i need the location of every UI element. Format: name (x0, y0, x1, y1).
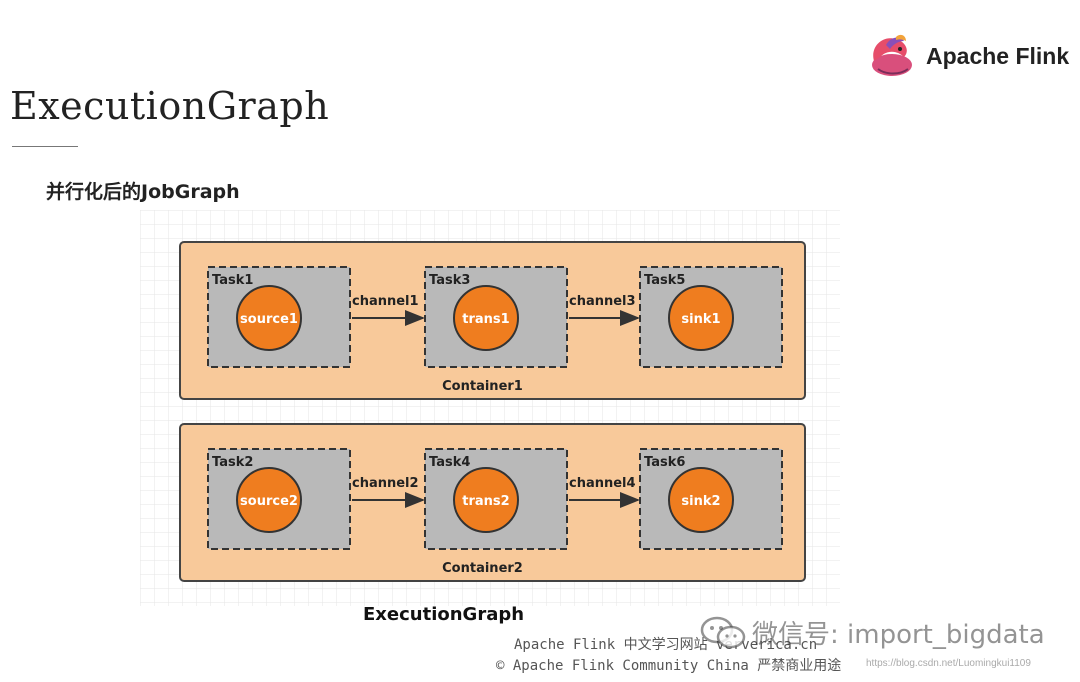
execution-graph-diagram: Task1 source1 Task3 trans1 Task5 sink1 channel… (140, 210, 840, 606)
task-label: Task5 (644, 273, 685, 288)
operator-label: sink1 (681, 312, 720, 327)
channel-label: channel2 (352, 476, 419, 491)
container-1: Task1 source1 Task3 trans1 Task5 sink1 channel… (179, 241, 806, 400)
operator-node (668, 285, 734, 351)
operator-node (453, 285, 519, 351)
slide-subtitle: 并行化后的JobGraph (46, 181, 240, 203)
task-node: Task4 trans2 (424, 448, 568, 550)
channel-label: channel3 (569, 294, 636, 309)
flink-squirrel-icon (872, 34, 912, 76)
operator-label: trans1 (462, 312, 509, 327)
operator-label: trans2 (462, 494, 509, 509)
wechat-watermark: 微信号: import_bigdata (700, 614, 1045, 651)
task-label: Task6 (644, 455, 685, 470)
task-node: Task2 source2 (207, 448, 351, 550)
channel-label: channel1 (352, 294, 419, 309)
task-label: Task2 (212, 455, 253, 470)
source-url: https://blog.csdn.net/Luomingkui1109 (866, 658, 1031, 669)
task-node: Task3 trans1 (424, 266, 568, 368)
container-2: Task2 source2 Task4 trans2 Task6 sink2 channel… (179, 423, 806, 582)
task-node: Task1 source1 (207, 266, 351, 368)
operator-node (236, 467, 302, 533)
task-node: Task6 sink2 (639, 448, 783, 550)
task-label: Task4 (429, 455, 470, 470)
operator-label: sink2 (681, 494, 720, 509)
brand-name: Apache Flink (926, 42, 1070, 69)
task-label: Task1 (212, 273, 253, 288)
container-label: Container2 (442, 561, 523, 576)
task-label: Task3 (429, 273, 470, 288)
brand-logo: Apache Flink (866, 30, 1069, 82)
operator-node (453, 467, 519, 533)
footer-line-2: © Apache Flink Community China 严禁商业用途 (496, 658, 842, 674)
diagram-caption: ExecutionGraph (363, 604, 525, 625)
operator-node (668, 467, 734, 533)
container-label: Container1 (442, 379, 523, 394)
watermark-text: 微信号: import_bigdata (752, 620, 1045, 650)
title-underline (12, 146, 78, 147)
channel-label: channel4 (569, 476, 636, 491)
operator-node (236, 285, 302, 351)
wechat-icon (700, 616, 746, 648)
operator-label: source2 (240, 494, 298, 509)
slide-title: ExecutionGraph (10, 84, 330, 128)
operator-label: source1 (240, 312, 298, 327)
task-node: Task5 sink1 (639, 266, 783, 368)
